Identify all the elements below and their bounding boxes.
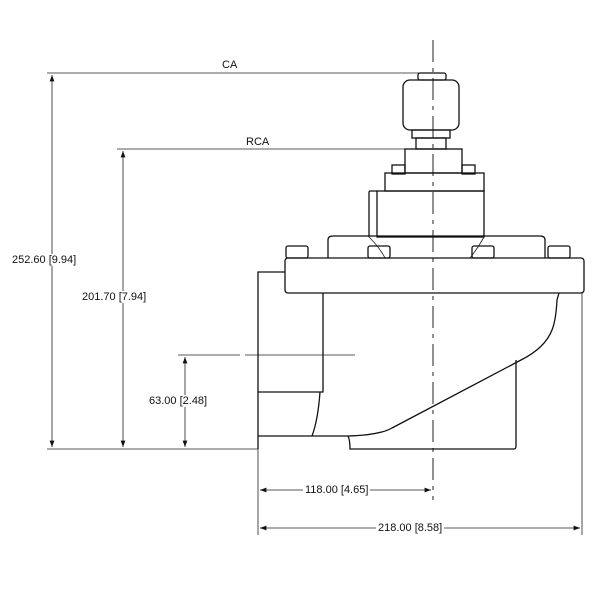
outlet-height-label: 63.00 [2.48] xyxy=(147,395,210,407)
overall-height-label: 252.60 [9.94] xyxy=(10,254,79,266)
flange xyxy=(284,235,585,294)
solenoid-coil xyxy=(402,72,460,150)
rca-height-label: 201.70 [7.94] xyxy=(80,291,149,303)
bolts xyxy=(285,245,571,259)
rca-label: RCA xyxy=(246,136,270,148)
pilot-body xyxy=(368,148,485,238)
overall-width-label: 218.00 [8.58] xyxy=(376,522,445,534)
valve-body xyxy=(257,271,560,450)
ca-label: CA xyxy=(222,59,238,71)
center-offset-label: 118.00 [4.65] xyxy=(303,484,371,496)
